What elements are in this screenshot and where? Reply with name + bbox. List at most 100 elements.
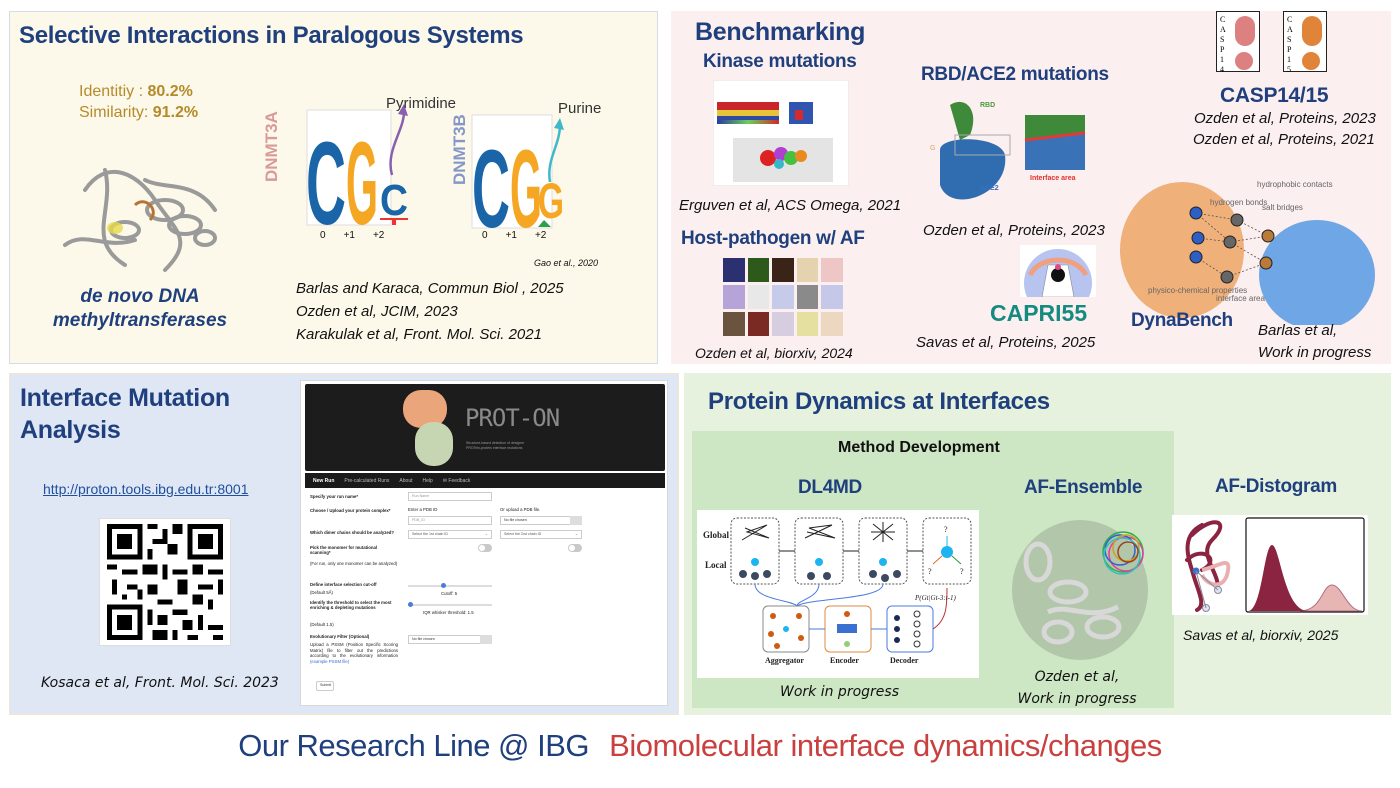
interface-node xyxy=(1189,206,1203,220)
cutoff-slider-handle[interactable] xyxy=(441,583,446,588)
pathogen-tile xyxy=(772,285,794,309)
sequence-logo-dnmt3a: C G C xyxy=(306,104,408,250)
run-name-input[interactable]: Run Name xyxy=(408,492,492,501)
citation-casp-2023: Ozden et al, Proteins, 2023 xyxy=(1194,110,1376,127)
monomer-note: (For run, only one monomer can be analyz… xyxy=(310,561,398,566)
pyrimidine-arrow xyxy=(389,109,406,176)
global-label: Global xyxy=(703,530,730,540)
evo-desc-text: Upload a PSSM (Position Specific Scoring… xyxy=(310,642,398,658)
pdb-id-input[interactable]: PDB_ID xyxy=(408,516,492,525)
casp14-logo: CASP 14 xyxy=(1216,11,1260,74)
paralogous-title: Selective Interactions in Paralogous Sys… xyxy=(19,22,524,49)
qr-code xyxy=(99,518,231,646)
af-distogram-title: AF-Distogram xyxy=(1215,476,1338,497)
nav-feedback-label: Feedback xyxy=(448,477,471,484)
interface-node xyxy=(1191,231,1205,245)
nav-help[interactable]: Help xyxy=(422,477,433,484)
proton-logo: PROT-ON xyxy=(465,404,560,432)
pssm-file-browse-button[interactable] xyxy=(480,635,492,644)
citation-barlas: Barlas and Karaca, Commun Biol , 2025 xyxy=(296,280,564,297)
threshold-slider[interactable] xyxy=(408,604,492,606)
threshold-label: Identify the threshold to select the mos… xyxy=(310,600,392,610)
proton-subtitle: Structure-based detection of designer PR… xyxy=(466,441,524,451)
encoder-label: Encoder xyxy=(830,656,859,665)
probability-formula: P(Gt|Gt-3:t-1) xyxy=(914,594,956,602)
capri-title: CAPRI55 xyxy=(990,300,1088,326)
proton-web-screenshot: PROT-ON Structure-based detection of des… xyxy=(300,380,668,706)
nav-feedback[interactable]: ✉ Feedback xyxy=(442,477,471,484)
pathogen-tile xyxy=(723,258,745,282)
monomer-label: Pick the monomer for mutational scanning… xyxy=(310,545,378,555)
distogram-peak-minor xyxy=(1299,584,1363,612)
footer-banner: Our Research Line @ IBG Biomolecular int… xyxy=(0,728,1400,764)
pathogen-tile xyxy=(747,312,770,336)
kinase-figure xyxy=(713,80,849,186)
pathogen-tile xyxy=(796,312,819,336)
pathogen-tile xyxy=(796,285,819,309)
feature-node xyxy=(1223,235,1237,249)
pathogen-tile xyxy=(723,312,745,336)
evo-filter-desc: Upload a PSSM (Position Specific Scoring… xyxy=(310,642,398,664)
graph-frame xyxy=(922,517,972,585)
evo-filter-label: Evolutionary Filter (Optional) xyxy=(310,634,370,639)
cutoff-default: (Default 5Å) xyxy=(310,590,333,595)
monomer1-toggle[interactable] xyxy=(478,544,492,552)
hydrophobic-label: hydrophobic contacts xyxy=(1257,180,1333,189)
chain1-value: Select the 1st chain ID xyxy=(412,532,448,536)
citation-kosaca: Kosaca et al, Front. Mol. Sci. 2023 xyxy=(41,675,279,691)
citation-erguven: Erguven et al, ACS Omega, 2021 xyxy=(679,197,902,214)
pathogen-tile xyxy=(772,312,794,336)
citation-ozden-proteins-2023: Ozden et al, Proteins, 2023 xyxy=(923,222,1105,239)
protein-blue xyxy=(1259,220,1375,325)
hbonds-label: hydrogen bonds xyxy=(1210,198,1267,207)
proton-nav: New Run Pre-calculated Runs About Help ✉… xyxy=(305,473,665,488)
complex-label: Choose / Upload your protein complex* xyxy=(310,508,391,513)
logo-ticks-dnmt3a: 0 +1 +2 xyxy=(320,230,384,241)
pyrimidine-label: Pyrimidine xyxy=(386,95,457,112)
example-pssm-link[interactable]: (example PSSM file) xyxy=(310,658,350,664)
dl4md-title: DL4MD xyxy=(798,477,862,498)
tick: 0 xyxy=(320,230,326,241)
pathogen-tile xyxy=(821,285,843,309)
purine-arrow xyxy=(548,124,562,183)
chain2-value: Select the 2nd chain ID xyxy=(504,532,542,536)
citation-line: Work in progress xyxy=(1017,691,1137,707)
interface-node xyxy=(1189,250,1203,264)
cutoff-slider[interactable] xyxy=(408,585,492,587)
qr-code-graphic xyxy=(107,524,223,640)
citation-casp-2021: Ozden et al, Proteins, 2021 xyxy=(1193,131,1375,148)
dl4md-diagram: Global Local ? ? ? Aggregator Encoder De… xyxy=(697,510,979,678)
monomer2-toggle[interactable] xyxy=(568,544,582,552)
logo-letter-c: C xyxy=(472,128,510,250)
proton-banner: PROT-ON Structure-based detection of des… xyxy=(305,384,665,471)
citation-karakulak: Karakulak et al, Front. Mol. Sci. 2021 xyxy=(296,326,542,343)
nav-new-run[interactable]: New Run xyxy=(313,477,335,484)
dynamics-title: Protein Dynamics at Interfaces xyxy=(708,388,1050,415)
aggregator-label: Aggregator xyxy=(765,656,804,665)
citation-savas-proteins: Savas et al, Proteins, 2025 xyxy=(916,334,1096,351)
interface-area-label: Interface area xyxy=(1030,175,1076,182)
threshold-slider-handle[interactable] xyxy=(408,602,413,607)
dnmt-caption-line2: methyltransferases xyxy=(52,310,228,331)
submit-button[interactable]: Submit xyxy=(316,681,334,691)
logo-frame xyxy=(306,109,392,226)
rbd-label: RBD xyxy=(980,102,995,109)
nav-about[interactable]: About xyxy=(399,477,413,484)
nav-precalculated-runs[interactable]: Pre-calculated Runs xyxy=(344,477,390,484)
interface-node xyxy=(1261,229,1275,243)
run-name-label: Specify your run name* xyxy=(310,494,358,499)
benchmarking-title: Benchmarking xyxy=(695,18,866,46)
af-ensemble-structure xyxy=(1012,520,1148,660)
pdb-file-browse-button[interactable] xyxy=(570,516,582,525)
pathogen-tile xyxy=(747,285,770,309)
chain2-select[interactable]: Select the 2nd chain ID⌄ xyxy=(500,530,582,539)
title-line: Analysis xyxy=(20,416,121,444)
proton-url-link[interactable]: http://proton.tools.ibg.edu.tr:8001 xyxy=(43,481,249,497)
chain1-select[interactable]: Select the 1st chain ID⌄ xyxy=(408,530,492,539)
g-label: G xyxy=(930,145,935,152)
logo-source: Gao et al., 2020 xyxy=(534,258,599,268)
logo-letter-g-small: G xyxy=(538,173,564,229)
cutoff-label: Define interface selection cut-off xyxy=(310,582,377,587)
decoder-block xyxy=(886,605,934,653)
yellow-highlight xyxy=(107,222,123,234)
